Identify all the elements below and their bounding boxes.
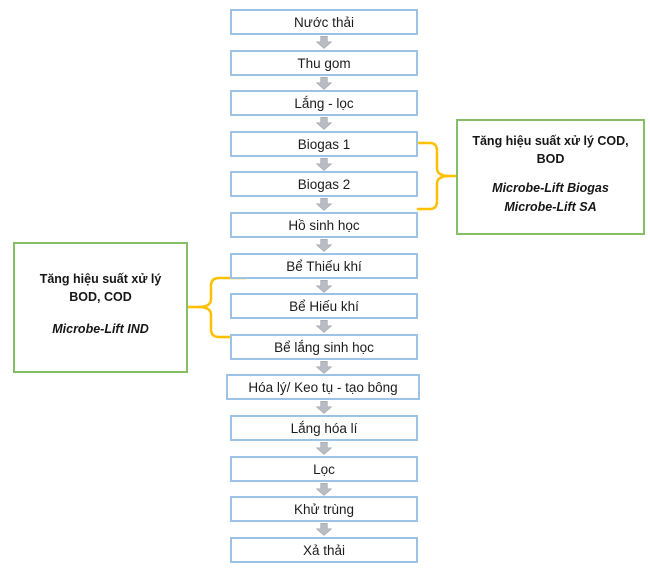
annotation-products: Microbe-Lift Biogas Microbe-Lift SA [464,179,637,217]
down-arrow-icon [316,77,332,90]
product-name: Microbe-Lift IND [52,322,149,337]
down-arrow-icon [316,442,332,455]
flow-step-lang-hoa-li: Lắng hóa lí [230,415,418,441]
flow-step-xa-thai: Xả thải [230,537,418,563]
flow-step-thu-gom: Thu gom [230,50,418,76]
down-arrow-icon [316,523,332,536]
flow-step-khu-trung: Khử trùng [230,496,418,522]
flow-step-nuoc-thai: Nước thải [230,9,418,35]
flow-step-be-hieu-khi: Bể Hiếu khí [230,293,418,319]
annotation-heading: Tăng hiệu suất xử lý BOD, COD [39,272,162,305]
flow-step-be-thieu-khi: Bể Thiếu khí [230,253,418,279]
product-name: Microbe-Lift Biogas [492,181,609,196]
down-arrow-icon [316,361,332,374]
down-arrow-icon [316,36,332,49]
down-arrow-icon [316,158,332,171]
down-arrow-icon [316,198,332,211]
flow-step-be-lang-sinh-hoc: Bể lắng sinh học [230,334,418,360]
down-arrow-icon [316,117,332,130]
annotation-box-biogas: Tăng hiệu suất xử lý COD, BOD Microbe-Li… [456,119,645,235]
flow-step-biogas-1: Biogas 1 [230,131,418,157]
down-arrow-icon [316,483,332,496]
product-name: Microbe-Lift SA [504,200,597,214]
flow-step-ho-sinh-hoc: Hồ sinh học [230,212,418,238]
down-arrow-icon [316,239,332,252]
flow-step-loc: Lọc [230,456,418,482]
down-arrow-icon [316,401,332,414]
flow-step-hoa-ly-keo-tu: Hóa lý/ Keo tụ - tạo bông [226,374,420,400]
annotation-products: Microbe-Lift IND [23,320,178,339]
down-arrow-icon [316,280,332,293]
brace-connector-right [416,141,451,211]
annotation-box-ind: Tăng hiệu suất xử lý BOD, COD Microbe-Li… [13,242,188,373]
down-arrow-icon [316,320,332,333]
annotation-heading: Tăng hiệu suất xử lý COD, BOD [472,134,629,167]
flow-step-lang-loc: Lắng - lọc [230,90,418,116]
flow-step-biogas-2: Biogas 2 [230,171,418,197]
